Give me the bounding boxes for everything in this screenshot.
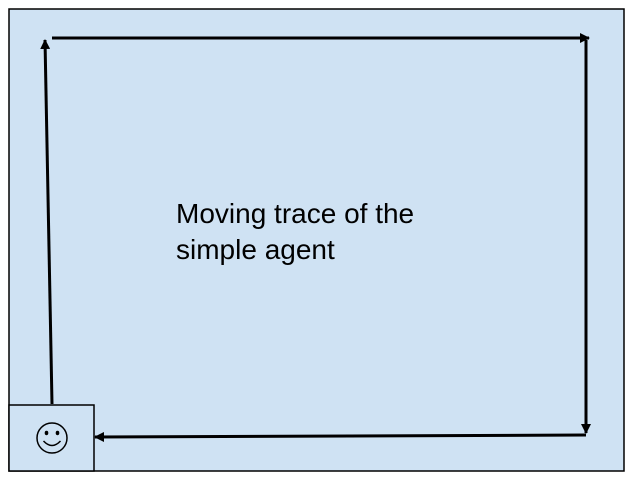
path-arrow-left [94,431,587,442]
room-area [8,8,625,472]
caption-line-2: simple agent [176,234,335,265]
path-arrow-up [40,39,54,405]
caption-line-1: Moving trace of the [176,198,415,229]
diagram-caption: Moving trace of the simple agent [176,196,476,268]
smiley-face-icon [36,422,68,454]
agent-box [8,404,95,472]
